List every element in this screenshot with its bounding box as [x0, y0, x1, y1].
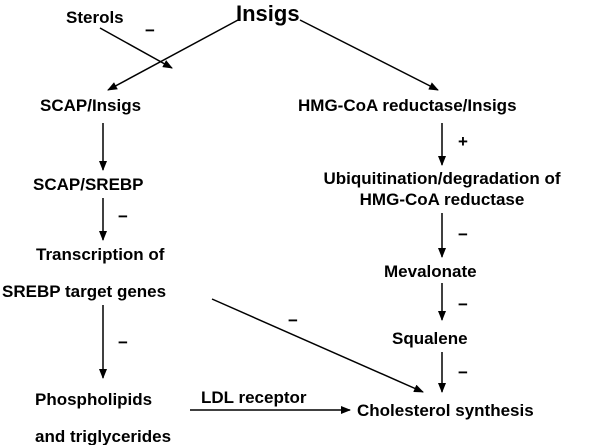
node-insigs: Insigs	[236, 1, 300, 26]
sign-scap-srebp-to-transcription: −	[118, 207, 128, 226]
sign-transcription-to-phospholipids: −	[118, 333, 128, 352]
sign-squalene-to-cholesterol: −	[458, 363, 468, 382]
sign-hmgcoa-to-ubiq: +	[458, 132, 468, 151]
node-hmgcoa-insigs: HMG-CoA reductase/Insigs	[298, 96, 517, 115]
node-cholesterol-synthesis: Cholesterol synthesis	[357, 401, 534, 420]
arrow-insigs-to-scap-insigs	[107, 19, 239, 91]
sign-ubiq-to-mevalonate: −	[458, 225, 468, 244]
node-ubiquitination-line2: HMG-CoA reductase	[359, 190, 525, 209]
node-squalene: Squalene	[392, 329, 468, 348]
node-transcription-line2: SREBP target genes	[2, 282, 167, 301]
node-ldl-receptor: LDL receptor	[201, 388, 307, 407]
node-mevalonate: Mevalonate	[384, 262, 477, 281]
sign-sterols-effect: −	[145, 21, 155, 40]
arrow-insigs-to-hmgcoa-insigs	[299, 19, 439, 91]
node-sterols: Sterols	[66, 8, 124, 27]
node-phospholipids-line2: and triglycerides	[35, 427, 172, 445]
arrow-srebp-genes-to-cholesterol	[211, 298, 424, 393]
node-scap-srebp: SCAP/SREBP	[33, 175, 144, 194]
node-ubiquitination: Ubiquitination/degradation of HMG-CoA re…	[292, 170, 592, 208]
node-phospholipids-line1: Phospholipids	[35, 390, 153, 409]
node-transcription-line1: Transcription of	[36, 245, 165, 264]
node-ubiquitination-line1: Ubiquitination/degradation of	[323, 169, 561, 188]
sign-mevalonate-to-squalene: −	[458, 295, 468, 314]
sign-srebp-to-cholesterol: −	[288, 311, 298, 330]
node-scap-insigs: SCAP/Insigs	[40, 96, 142, 115]
